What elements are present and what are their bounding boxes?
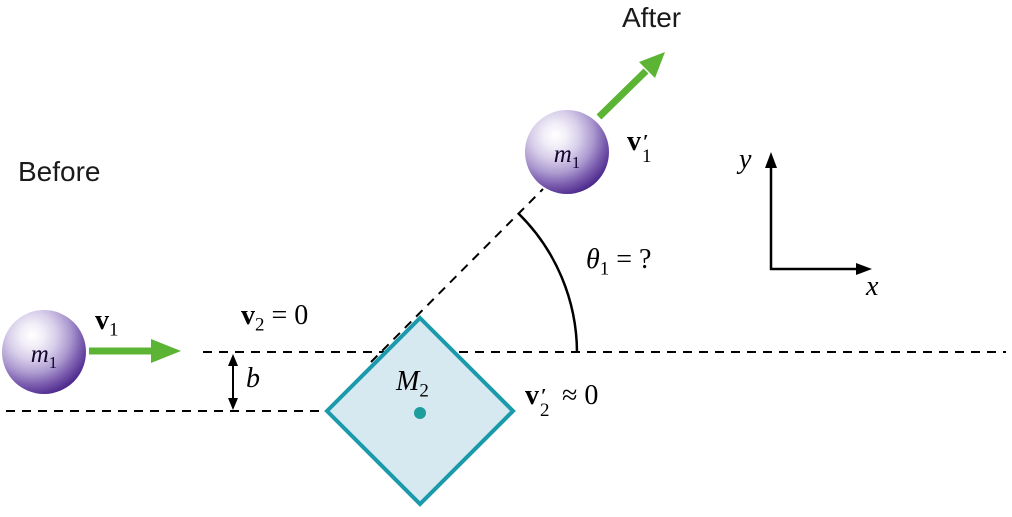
v2-prime-label: v′2 ≈ 0 <box>525 380 599 421</box>
sphere-m1-before: m1 <box>2 310 86 394</box>
m1-before-label: m1 <box>30 341 58 373</box>
v1-prime-arrow-shaft <box>596 68 649 120</box>
scatter-direction-dashed-line <box>370 188 544 363</box>
v1-prime-arrow <box>596 52 665 120</box>
impact-parameter-arrowhead-bottom <box>228 398 238 410</box>
sphere-m1-after: m1 <box>525 110 609 194</box>
impact-parameter-arrowhead-top <box>228 354 238 366</box>
x-axis-label: x <box>866 271 879 302</box>
v1-prime-label: v′1 <box>627 126 652 167</box>
v1-arrowhead <box>151 339 181 363</box>
impact-parameter-arrow <box>228 354 238 410</box>
m1-after-label: m1 <box>553 141 581 173</box>
coordinate-axes <box>765 152 872 275</box>
x-axis-arrowhead <box>856 263 872 275</box>
block-center-dot <box>414 407 426 419</box>
v1-prime-arrowhead <box>639 52 665 78</box>
y-axis-arrowhead <box>765 152 777 168</box>
after-label: After <box>622 2 682 33</box>
theta1-label: θ1 = ? <box>586 244 652 280</box>
theta-arc <box>518 213 579 353</box>
impact-parameter-label: b <box>246 363 260 394</box>
y-axis-label: y <box>739 144 752 175</box>
m2-label: M2 <box>396 366 429 402</box>
v2-label: v2 = 0 <box>241 300 309 336</box>
before-label: Before <box>18 156 101 187</box>
v1-label: v1 <box>95 305 119 341</box>
v1-arrow <box>89 339 181 363</box>
